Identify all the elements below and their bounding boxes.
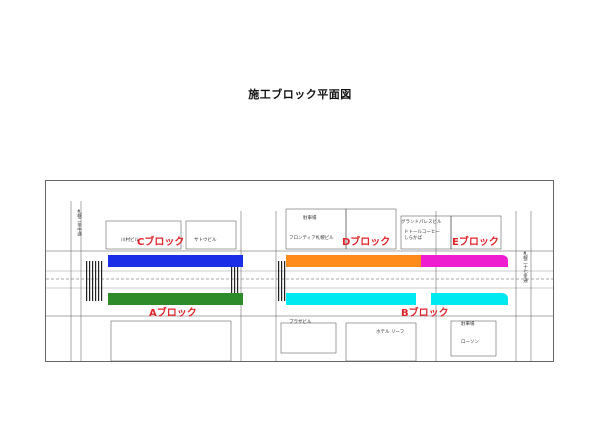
building-label: 川村ビル: [121, 238, 139, 243]
building-parking-north: [345, 208, 397, 250]
crosswalk-stripe: [231, 261, 233, 301]
crosswalk-stripe: [98, 261, 100, 301]
crosswalk-stripe: [281, 261, 283, 301]
building-outlines: [105, 208, 502, 361]
shop-label: ローソン: [461, 340, 479, 345]
building-parking-south: [450, 320, 497, 357]
block-d-label: Dブロック: [342, 237, 391, 248]
crosswalks: [86, 261, 286, 301]
building-label: サトウビル: [194, 238, 217, 243]
block-b-label: Bブロック: [401, 308, 449, 319]
parking-label: 駐車場: [303, 216, 317, 221]
building-label: ホテル: [376, 330, 390, 335]
block-e-area: [421, 255, 508, 267]
shop-label: リーフ: [391, 330, 405, 335]
crosswalk-stripe: [95, 261, 97, 301]
construction-plan-map: Cブロック Dブロック Eブロック Aブロック Bブロック 川村ビル サトウビル…: [45, 180, 554, 362]
crosswalk-stripe: [101, 261, 103, 301]
crosswalk-stripe: [237, 261, 239, 301]
crosswalk-stripe: [92, 261, 94, 301]
building-e-block: [450, 215, 502, 250]
street-lines: [46, 201, 553, 361]
building-plaza: [280, 322, 337, 354]
building-sato: [185, 220, 237, 250]
page-title: 施工ブロック平面図: [248, 88, 352, 101]
crosswalk-stripe: [278, 261, 280, 301]
parking-label: 駐車場: [461, 322, 475, 327]
crosswalk-stripe: [89, 261, 91, 301]
building-label: フロンティア札幌ビル: [289, 236, 334, 241]
street-label: 札幌二条中通: [76, 209, 82, 236]
block-d-area: [286, 255, 421, 267]
plan-drawing: [46, 201, 553, 361]
crosswalk-stripe: [284, 261, 286, 301]
block-a-area: [108, 293, 243, 305]
building-south-left: [110, 320, 232, 361]
building-hotel: [345, 322, 417, 361]
crosswalk-stripe: [86, 261, 88, 301]
building-label: グランドパレスビル: [401, 220, 442, 225]
block-a-label: Aブロック: [149, 308, 197, 319]
building-kawamura: [105, 220, 182, 250]
block-e-label: Eブロック: [452, 237, 499, 248]
building-label: プラザビル: [289, 320, 312, 325]
block-c-label: Cブロック: [137, 237, 185, 248]
street-label: 札幌二十七条通: [522, 251, 528, 283]
construction-blocks: [108, 255, 508, 305]
crosswalk-stripe: [234, 261, 236, 301]
block-c-area: [108, 255, 243, 267]
block-b-area: [286, 293, 508, 305]
shop-label: ドトールコーヒー: [404, 230, 440, 235]
building-frontier: [285, 208, 347, 250]
shop-label: しらかば: [404, 236, 422, 241]
